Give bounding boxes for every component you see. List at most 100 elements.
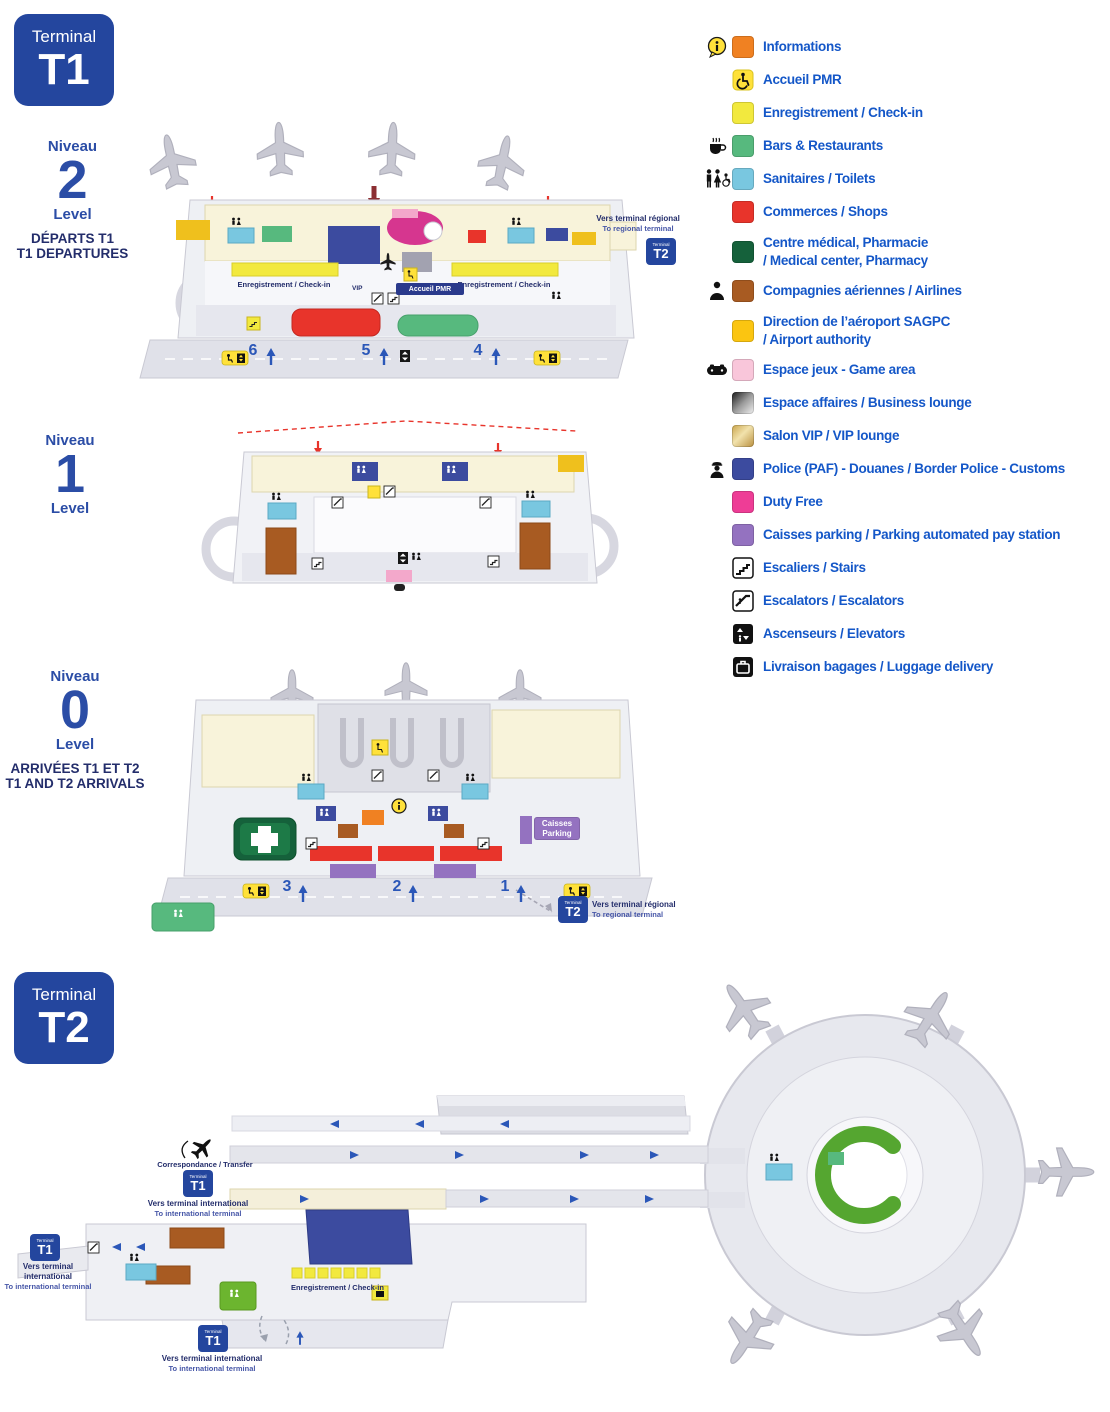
legend-item-airlines: Compagnies aériennes / Airlines bbox=[702, 280, 1108, 303]
satellite-core bbox=[815, 1126, 901, 1224]
legend-swatch bbox=[732, 280, 754, 303]
level-number: 0 bbox=[59, 680, 91, 740]
elevator-icon bbox=[732, 623, 754, 645]
gate-1: 1 bbox=[500, 878, 510, 895]
airport-authority-block bbox=[176, 220, 210, 240]
shops-block bbox=[440, 846, 502, 861]
legend-swatch bbox=[732, 425, 754, 448]
shop-block bbox=[468, 230, 486, 243]
t1-level1-map bbox=[206, 420, 614, 591]
legend-swatch bbox=[732, 168, 754, 190]
shops-block bbox=[378, 846, 434, 861]
level-label-en: Level bbox=[50, 500, 90, 518]
airport-authority-block bbox=[558, 455, 584, 472]
legend-item-vip-lounge: Salon VIP / VIP lounge bbox=[702, 425, 1108, 448]
gamepad-icon bbox=[702, 359, 732, 381]
legend-swatch bbox=[732, 392, 754, 415]
intl-fr: Vers terminal international bbox=[22, 1262, 74, 1281]
legend-swatch bbox=[732, 36, 754, 58]
vip-label: VIP bbox=[352, 285, 363, 292]
t1-mini-badge: Terminal T1 bbox=[183, 1170, 213, 1197]
bar-block bbox=[262, 226, 292, 242]
intl-en: To international terminal bbox=[4, 1282, 92, 1291]
escalator-icon bbox=[732, 590, 754, 612]
intl-en: To international terminal bbox=[168, 1364, 256, 1373]
stairs-icon bbox=[732, 557, 754, 579]
legend-label: Centre médical, Pharmacie / Medical cent… bbox=[763, 234, 928, 269]
t2-pier bbox=[229, 1145, 709, 1164]
legend-label: Bars & Restaurants bbox=[763, 138, 883, 154]
badge-code: T1 bbox=[205, 1333, 221, 1349]
level-label-en: Level bbox=[53, 206, 92, 224]
legend-item-airport-authority: Direction de l’aéroport SAGPC / Airport … bbox=[702, 313, 1108, 348]
badge-code: T2 bbox=[565, 904, 581, 920]
legend-item-parking-pay: Caisses parking / Parking automated pay … bbox=[702, 524, 1108, 547]
legend-item-police-customs: Police (PAF) - Douanes / Border Police -… bbox=[702, 458, 1108, 481]
regional-en: To regional terminal bbox=[602, 224, 674, 233]
legend-item-informations: Informations bbox=[702, 36, 1108, 58]
shops-block bbox=[310, 846, 372, 861]
bars-block bbox=[151, 902, 215, 932]
level-1-label: Niveau 1 Level bbox=[10, 432, 130, 517]
legend-item-medical: Centre médical, Pharmacie / Medical cent… bbox=[702, 234, 1108, 269]
level-number: 2 bbox=[57, 150, 88, 210]
legend-label: Informations bbox=[763, 39, 842, 55]
gate-6: 6 bbox=[248, 342, 258, 359]
gate-4: 4 bbox=[473, 342, 483, 359]
parking-pay-block bbox=[434, 864, 476, 878]
toilets-block bbox=[297, 783, 325, 800]
legend: Informations Accueil PMR Enregistrement … bbox=[702, 36, 1108, 678]
legend-swatch bbox=[732, 201, 754, 223]
intl-fr: Vers terminal international bbox=[147, 1199, 249, 1208]
legend-swatch bbox=[732, 319, 754, 342]
badge-terminal-label: Terminal bbox=[189, 1173, 207, 1179]
level-title-fr: ARRIVÉES T1 ET T2 bbox=[10, 761, 140, 777]
pmr-point bbox=[403, 267, 418, 282]
luggage-icon bbox=[732, 656, 754, 678]
checkin-desks bbox=[231, 262, 339, 277]
legend-label-line1: Centre médical, Pharmacie bbox=[763, 235, 929, 250]
t2-police-hall bbox=[305, 1209, 413, 1265]
regional-note-l0: Vers terminal régional To regional termi… bbox=[592, 900, 687, 919]
legend-item-toilets: Sanitaires / Toilets bbox=[702, 168, 1108, 190]
badge-terminal-label: Terminal bbox=[31, 985, 97, 1004]
legend-item-duty-free: Duty Free bbox=[702, 491, 1108, 514]
checkin-desks bbox=[451, 262, 559, 277]
niveau-label: Niveau bbox=[45, 432, 95, 449]
intl-note-2: Vers terminal international To internati… bbox=[0, 1262, 96, 1291]
legend-swatch bbox=[732, 102, 754, 124]
toilets-block bbox=[125, 1263, 157, 1281]
legend-item-elevators: Ascenseurs / Elevators bbox=[702, 623, 1108, 645]
legend-swatch bbox=[732, 240, 754, 263]
legend-item-shops: Commerces / Shops bbox=[702, 201, 1108, 223]
level-label-en: Level bbox=[55, 736, 95, 754]
terminal-t1-badge: Terminal T1 bbox=[14, 14, 114, 106]
gate-5: 5 bbox=[361, 342, 371, 359]
game-area-block bbox=[386, 570, 412, 582]
airlines-block bbox=[519, 522, 551, 570]
legend-label: Compagnies aériennes / Airlines bbox=[763, 283, 962, 299]
parking-pay-block bbox=[330, 864, 376, 878]
legend-label: Direction de l’aéroport SAGPC / Airport … bbox=[763, 313, 950, 348]
legend-label: Caisses parking / Parking automated pay … bbox=[763, 527, 1061, 543]
transfer-label: Correspondance / Transfer bbox=[157, 1160, 253, 1169]
toilets-block bbox=[765, 1163, 793, 1181]
toilets-block bbox=[461, 783, 489, 800]
t2-road bbox=[231, 1115, 691, 1132]
legend-item-business-lounge: Espace affaires / Business lounge bbox=[702, 392, 1108, 415]
legend-item-escalators: Escalators / Escalators bbox=[702, 590, 1108, 612]
legend-item-checkin: Enregistrement / Check-in bbox=[702, 102, 1108, 124]
regional-fr: Vers terminal régional bbox=[596, 214, 680, 223]
badge-code: T1 bbox=[38, 45, 90, 94]
t1-mini-badge: Terminal T1 bbox=[30, 1234, 60, 1261]
badge-terminal-label: Terminal bbox=[31, 27, 97, 46]
legend-item-bars-restaurants: Bars & Restaurants bbox=[702, 135, 1108, 157]
toilets-block bbox=[521, 500, 551, 518]
badge-code: T1 bbox=[190, 1178, 206, 1194]
caisses-line2: Parking bbox=[542, 828, 572, 838]
legend-label: Salon VIP / VIP lounge bbox=[763, 428, 900, 444]
coffee-icon bbox=[702, 135, 732, 157]
t2-mini-badge: Terminal T2 bbox=[558, 896, 588, 923]
